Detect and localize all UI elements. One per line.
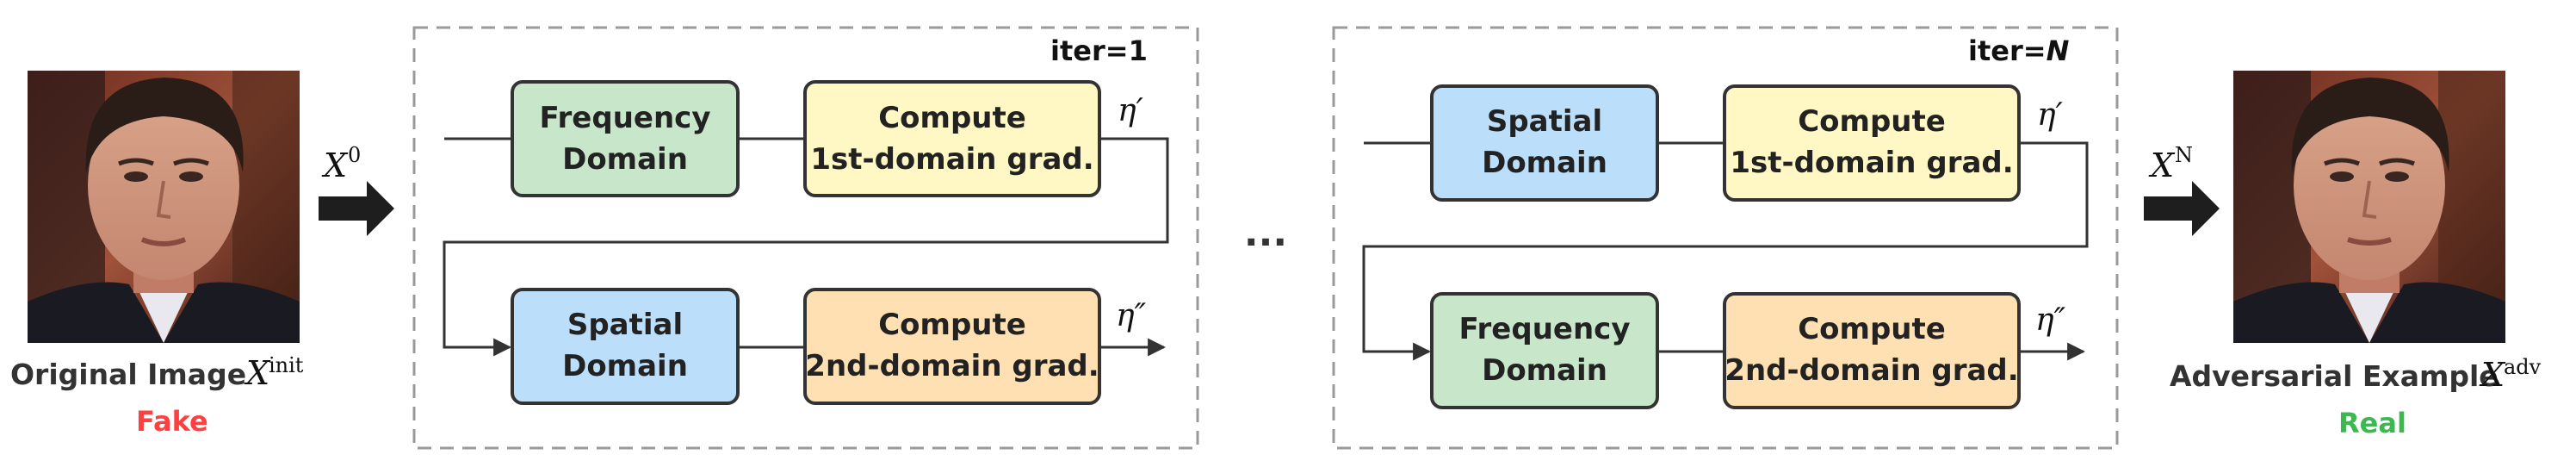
real-label: Real xyxy=(2338,407,2406,439)
output-symbol: X xyxy=(2148,146,2176,184)
adversarial-image-superscript: adv xyxy=(2504,355,2542,379)
bottom-grad-box xyxy=(1723,292,2021,409)
top-grad-label-2: 1st-domain grad. xyxy=(810,142,1093,177)
row-connector xyxy=(443,137,1169,357)
bottom-grad-label-2: 2nd-domain grad. xyxy=(1725,353,2018,388)
top-domain-label-2: Domain xyxy=(1482,146,1607,180)
original-image-symbol: X xyxy=(244,354,271,392)
input-superscript: 0 xyxy=(348,143,361,167)
top-grad-box xyxy=(1723,84,2021,202)
bottom-grad-label-1: Compute xyxy=(1798,312,1946,346)
eta-double-prime-label: η″ xyxy=(2035,302,2066,338)
bottom-domain-label-1: Spatial xyxy=(567,308,683,342)
eta-prime-label: η′ xyxy=(1118,93,1143,128)
eta-double-prime-label: η″ xyxy=(1116,298,1147,333)
original-image-superscript: init xyxy=(269,353,304,377)
row-connector xyxy=(1362,141,2089,361)
iter-label: iter=1 xyxy=(1050,34,1148,67)
input-arrow-shape xyxy=(319,181,394,236)
top-grad-label-1: Compute xyxy=(1798,104,1946,139)
bottom-domain-label-1: Frequency xyxy=(1458,312,1630,346)
bottom-domain-label-2: Domain xyxy=(1482,353,1607,388)
bottom-grad-box xyxy=(803,288,1101,405)
panel-border xyxy=(1332,26,2119,450)
adversarial-face-image xyxy=(2233,71,2505,343)
top-domain-label-1: Spatial xyxy=(1487,104,1602,139)
top-domain-label-2: Domain xyxy=(562,142,688,177)
iteration-panel-first: iter=1 Frequency Domain Compute 1st-doma… xyxy=(412,26,1199,450)
top-grad-label-1: Compute xyxy=(878,101,1026,135)
top-domain-box xyxy=(1430,84,1659,202)
panel-border xyxy=(412,26,1199,450)
output-arrow-shape xyxy=(2144,181,2220,236)
output-superscript: N xyxy=(2175,143,2193,167)
fake-label: Fake xyxy=(136,405,208,438)
output-arrow: X N xyxy=(2144,143,2220,236)
top-grad-box xyxy=(803,80,1101,197)
original-image-caption: Original Image xyxy=(10,358,246,391)
iteration-panel-last: iter=N Spatial Domain Compute 1st-domain… xyxy=(1332,26,2119,450)
bottom-domain-box xyxy=(511,288,740,405)
input-arrow: X 0 xyxy=(319,143,394,236)
input-symbol: X xyxy=(321,146,349,184)
top-domain-box xyxy=(511,80,740,197)
eta-prime-label: η′ xyxy=(2037,97,2063,133)
bottom-domain-label-2: Domain xyxy=(562,349,688,383)
adversarial-image-symbol: X xyxy=(2479,356,2506,394)
adversarial-image-caption: Adversarial Example xyxy=(2170,359,2499,393)
top-domain-label-1: Frequency xyxy=(539,101,710,135)
original-face-image xyxy=(28,71,300,343)
bottom-grad-label-1: Compute xyxy=(878,308,1026,342)
bottom-domain-box xyxy=(1430,292,1659,409)
iter-label: iter=N xyxy=(1968,34,2070,67)
bottom-grad-label-2: 2nd-domain grad. xyxy=(805,349,1099,383)
top-grad-label-2: 1st-domain grad. xyxy=(1730,146,2013,180)
ellipsis: ... xyxy=(1244,211,1287,255)
